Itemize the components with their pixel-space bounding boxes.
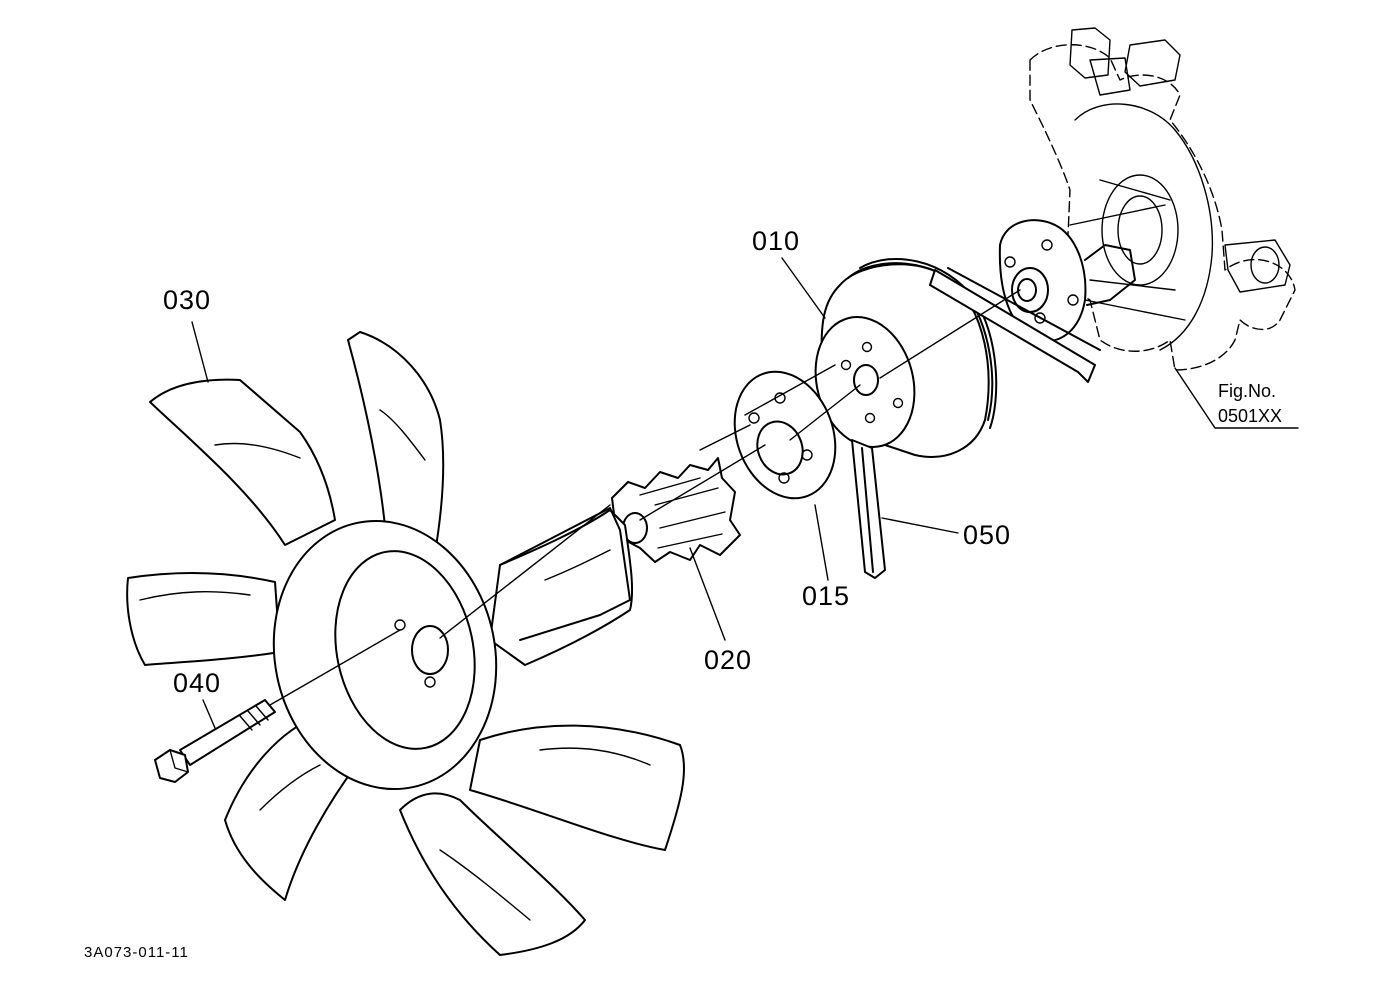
cooling-fan-030 bbox=[126, 331, 686, 956]
part-number-010[interactable]: 010 bbox=[752, 226, 801, 256]
part-number-030[interactable]: 030 bbox=[163, 285, 212, 315]
part-number-020[interactable]: 020 bbox=[704, 645, 753, 675]
leader-010 bbox=[781, 257, 826, 319]
leader-015 bbox=[814, 504, 829, 581]
leader-050 bbox=[881, 517, 959, 534]
leader-fig bbox=[1174, 367, 1299, 429]
leader-lines bbox=[191, 257, 1299, 729]
leader-030 bbox=[191, 321, 209, 383]
figure-reference-number[interactable]: 0501XX bbox=[1218, 406, 1283, 426]
leader-020 bbox=[689, 547, 726, 641]
part-number-015[interactable]: 015 bbox=[802, 581, 851, 611]
drawing-code: 3A073-011-11 bbox=[84, 944, 189, 961]
v-belt-050 bbox=[851, 267, 1101, 579]
assembly-centerlines bbox=[269, 289, 1021, 706]
spacer-015 bbox=[733, 370, 837, 500]
figure-reference-label: Fig.No. bbox=[1218, 381, 1277, 401]
part-number-050[interactable]: 050 bbox=[963, 520, 1012, 550]
bolt-040 bbox=[154, 699, 276, 783]
leader-040 bbox=[202, 699, 216, 729]
part-number-040[interactable]: 040 bbox=[173, 668, 222, 698]
fan-spacer-020 bbox=[611, 457, 741, 563]
